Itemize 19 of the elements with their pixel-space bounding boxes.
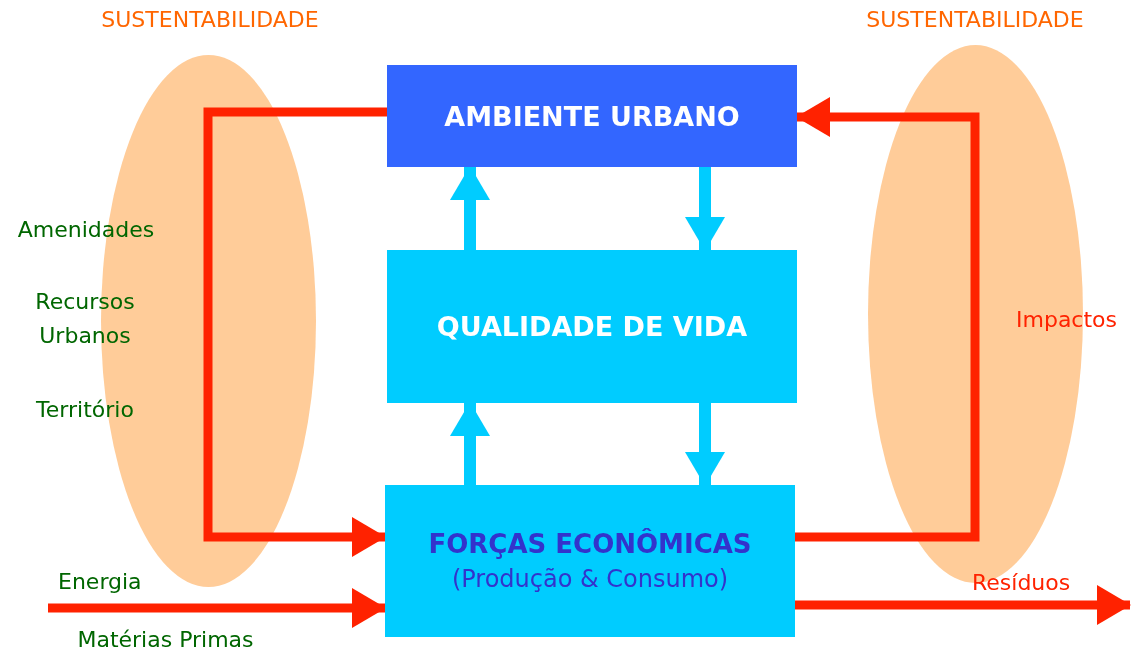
arrow bbox=[450, 402, 490, 485]
process-box: FORÇAS ECONÔMICAS (Produção & Consumo) bbox=[385, 485, 795, 637]
text-label: Amenidades bbox=[16, 216, 156, 244]
arrow bbox=[795, 97, 980, 542]
arrow bbox=[795, 585, 1131, 625]
arrow bbox=[450, 166, 490, 250]
process-box: QUALIDADE DE VIDA bbox=[387, 250, 797, 403]
edge-label: Resíduos bbox=[972, 569, 1071, 597]
text-label: Território bbox=[35, 396, 135, 424]
arrow bbox=[685, 167, 725, 251]
text-label: Recursos Urbanos bbox=[34, 288, 136, 351]
text-label: Matérias Primas bbox=[76, 626, 255, 654]
arrow bbox=[203, 107, 387, 557]
process-box: AMBIENTE URBANO bbox=[387, 65, 797, 167]
arrow bbox=[48, 588, 386, 628]
heading: SUSTENTABILIDADE bbox=[865, 6, 1085, 34]
arrow bbox=[685, 403, 725, 486]
heading: SUSTENTABILIDADE bbox=[100, 6, 320, 34]
edge-label: Energia bbox=[58, 568, 142, 596]
